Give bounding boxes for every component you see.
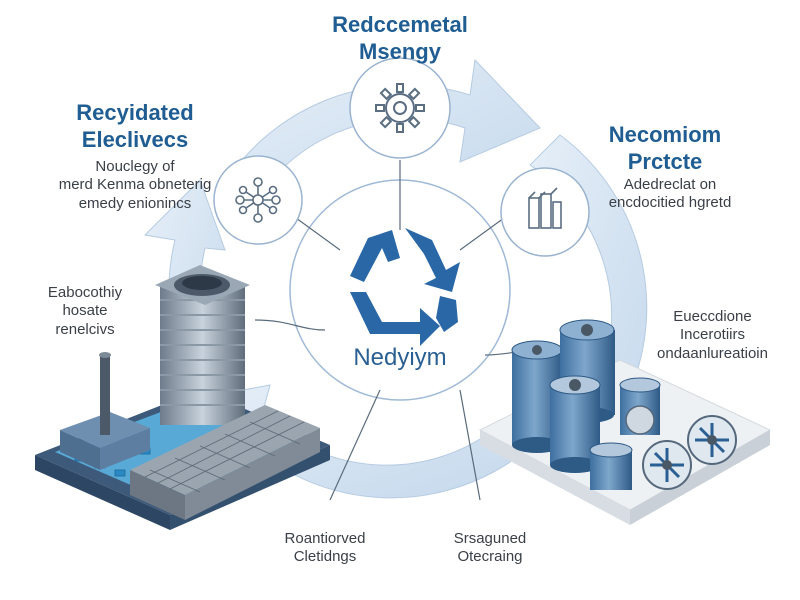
right-top-desc-line-1: Adedreclat on [623,176,717,193]
left-mid-desc-line-3: renelcivs [55,320,115,338]
center-label: Nedyiym [353,344,447,371]
left-top-desc-line-2: merd Kenma obneterig [58,176,212,194]
left-mid-desc-line-2: hosate [62,302,108,320]
cycle-arrow-top [214,58,541,221]
bottom-right-desc-line-1: Srsaguned [453,530,527,547]
bottom-left-desc-line-2: Cletidngs [293,548,357,566]
right-mid-desc-line-3: ondaanlureatioin [657,344,768,362]
gear-icon [349,57,451,159]
factory-illustration [35,265,330,530]
magnet-icon [500,167,590,257]
molecule-icon [213,155,303,245]
magnet-products-illustration [478,319,772,525]
right-top-title-line-2: Prctcte [627,148,703,174]
left-top-title-line-1: Recyidated [76,100,194,125]
left-mid-description: Eabocothiy hosate renelcivs [25,284,145,339]
bottom-right-description: Srsaguned Otecraing [420,530,560,567]
left-top-desc-line-1: Nouclegy of [95,158,175,175]
left-top-description: Nouclegy of merd Kenma obneterig emedy e… [35,158,235,213]
left-mid-desc-line-1: Eabocothiy [47,284,123,301]
right-mid-desc-line-2: Incerotiirs [679,326,746,344]
right-top-title-line-1: Necomiom [608,122,722,147]
left-top-title-line-2: Eleclivecs [81,126,189,152]
right-top-title: Necomiom Prctcte [585,122,745,176]
right-mid-desc-line-1: Eueccdione [673,308,752,325]
left-top-desc-line-3: emedy enionincs [78,194,192,212]
bottom-left-desc-line-1: Roantiorved [284,530,366,547]
bottom-right-desc-line-2: Otecraing [457,548,523,566]
left-top-title: Recyidated Eleclivecs [55,100,215,154]
right-top-desc-line-2: encdocitied hgretd [608,194,732,212]
right-top-description: Adedreclat on encdocitied hgretd [585,176,755,213]
top-title-line-1: Redccemetal [332,12,468,37]
recycle-icon [350,228,460,346]
bottom-left-description: Roantiorved Cletidngs [255,530,395,567]
top-title-line-2: Msengy [359,38,441,64]
top-title: Redccemetal Msengy [300,12,500,66]
right-mid-description: Eueccdione Incerotiirs ondaanlureatioin [635,308,790,363]
